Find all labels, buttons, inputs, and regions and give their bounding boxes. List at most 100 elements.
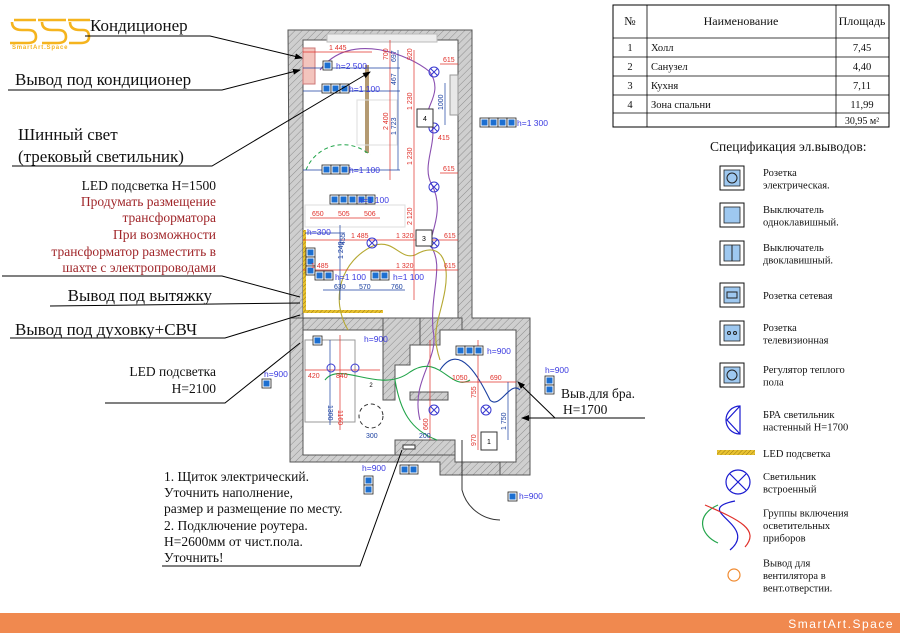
dimension-label: 505 <box>338 211 350 218</box>
outlet-fill <box>546 377 553 384</box>
height-label: h=2 500 <box>336 61 367 71</box>
note-line: Уточнить наполнение, <box>164 485 293 500</box>
transformer-note-line: трансформатора <box>122 210 216 225</box>
outlet-fill <box>314 337 321 344</box>
outlet-fill <box>341 166 348 173</box>
annotation-sconce: H=1700 <box>563 402 608 417</box>
dimension-label: 615 <box>443 57 455 64</box>
table-header: Площадь <box>839 14 886 28</box>
recessed-light-icon <box>326 363 336 373</box>
dimension-label: 1160 <box>336 410 343 425</box>
room-number: 2 <box>369 383 373 389</box>
legend-label: телевизионная <box>763 335 829 346</box>
outlet-block <box>261 378 272 389</box>
lower-wall <box>289 317 501 476</box>
floor-heating-regulator-icon <box>719 362 745 388</box>
outer-wall <box>287 29 531 476</box>
room-number: 1 <box>487 439 491 446</box>
outlet-fill <box>307 267 314 274</box>
dimension-label: 700 <box>383 48 390 60</box>
floor-plan: 4 3 2 1 h=2 500 h=1 100 h=1 300 h=1 100 … <box>261 29 569 521</box>
table-cell: 4 <box>627 100 633 111</box>
dimension-label: 1 230 <box>407 92 414 110</box>
dimension-label: 760 <box>391 284 403 291</box>
recessed-light-icon <box>480 404 492 416</box>
outlet-block <box>322 60 333 71</box>
outlet-fill <box>365 477 372 484</box>
annotation-led-1500: LED подсветка H=1500 <box>82 178 217 193</box>
dimension-label: 455 <box>340 233 347 245</box>
dimension-label: 570 <box>359 284 371 291</box>
dimension-label: 1050 <box>452 375 468 382</box>
legend-label: вентилятора в <box>763 571 826 582</box>
outlet-block <box>544 375 555 395</box>
height-label: h=900 <box>264 369 288 379</box>
legend-label: БРА светильник <box>763 410 835 421</box>
height-label: h=1 100 <box>393 272 424 282</box>
outlet-fill <box>316 272 323 279</box>
room-number: 3 <box>422 236 426 243</box>
height-label: h=900 <box>519 491 543 501</box>
recessed-light-icon <box>725 469 751 495</box>
legend-label: Светильник <box>763 472 817 483</box>
table-cell: Холл <box>651 43 674 54</box>
lighting-group-olive <box>338 243 447 361</box>
outlet-fill <box>475 347 482 354</box>
dimension-label: 1 723 <box>391 117 398 135</box>
height-label: h=900 <box>364 334 388 344</box>
dimension-labels: 1 445 700 697 920 467 2 400 1 723 1 230 … <box>308 45 508 446</box>
table-cell: 11,99 <box>850 100 873 111</box>
outlet-fill <box>324 62 331 69</box>
legend-label: Выключатель <box>763 243 824 254</box>
dimension-label: 1 485 <box>311 263 329 270</box>
table-row: 1 Холл 7,45 <box>627 43 871 54</box>
dimension-label: 1300 <box>326 405 333 421</box>
outlet-fill <box>466 347 473 354</box>
outlet-fill <box>332 166 339 173</box>
height-label: h=1 100 <box>349 165 380 175</box>
note-line: 2. Подключение роутера. <box>164 518 308 533</box>
transformer-note-line: Продумать размещение <box>81 194 216 209</box>
dimension-label: 1 230 <box>407 147 414 165</box>
socket-icon <box>719 165 745 191</box>
fan-outlet-icon <box>727 568 741 582</box>
dimension-label: 690 <box>490 375 502 382</box>
outlet-fill <box>341 85 348 92</box>
height-label: h=300 <box>307 227 331 237</box>
dimension-label: 650 <box>312 211 324 218</box>
table-row: 4 Зона спальни 11,99 <box>627 100 873 111</box>
outlet-fill <box>401 466 408 473</box>
outlet-fill <box>340 196 347 203</box>
bath-wall <box>382 317 421 401</box>
table-cell: 7,45 <box>853 43 871 54</box>
dimension-label: 2 400 <box>383 112 390 130</box>
outlet-fill <box>263 380 270 387</box>
height-label: h=900 <box>545 365 569 375</box>
dimension-label: 615 <box>444 233 456 240</box>
outlet-fill <box>367 196 374 203</box>
outlet-block <box>455 345 484 356</box>
outlet-block <box>363 475 374 495</box>
kitchen-counter <box>304 204 406 228</box>
dimension-label: 920 <box>407 48 414 60</box>
leader-line <box>85 35 303 60</box>
dimension-label: 2 120 <box>407 207 414 225</box>
outlet-fill <box>546 386 553 393</box>
outlet-fill <box>307 258 314 265</box>
outlet-fill <box>307 249 314 256</box>
annotation-led-2100: H=2100 <box>172 381 217 396</box>
outlet-block <box>305 247 316 276</box>
legend: Спецификация эл.выводов: Розеткаэлектрич… <box>702 139 867 595</box>
legend-label: одноклавишный. <box>763 217 839 228</box>
outlet-block <box>507 491 518 502</box>
leader-line <box>49 302 301 307</box>
outlet-block <box>321 83 350 94</box>
outlet-fill <box>323 166 330 173</box>
outlets <box>261 60 555 502</box>
table-cell: Кухня <box>651 81 678 92</box>
legend-label: электрическая. <box>763 180 830 191</box>
table-cell: 3 <box>627 81 632 92</box>
recessed-light-icon <box>428 404 440 416</box>
height-label: h=900 <box>487 346 511 356</box>
